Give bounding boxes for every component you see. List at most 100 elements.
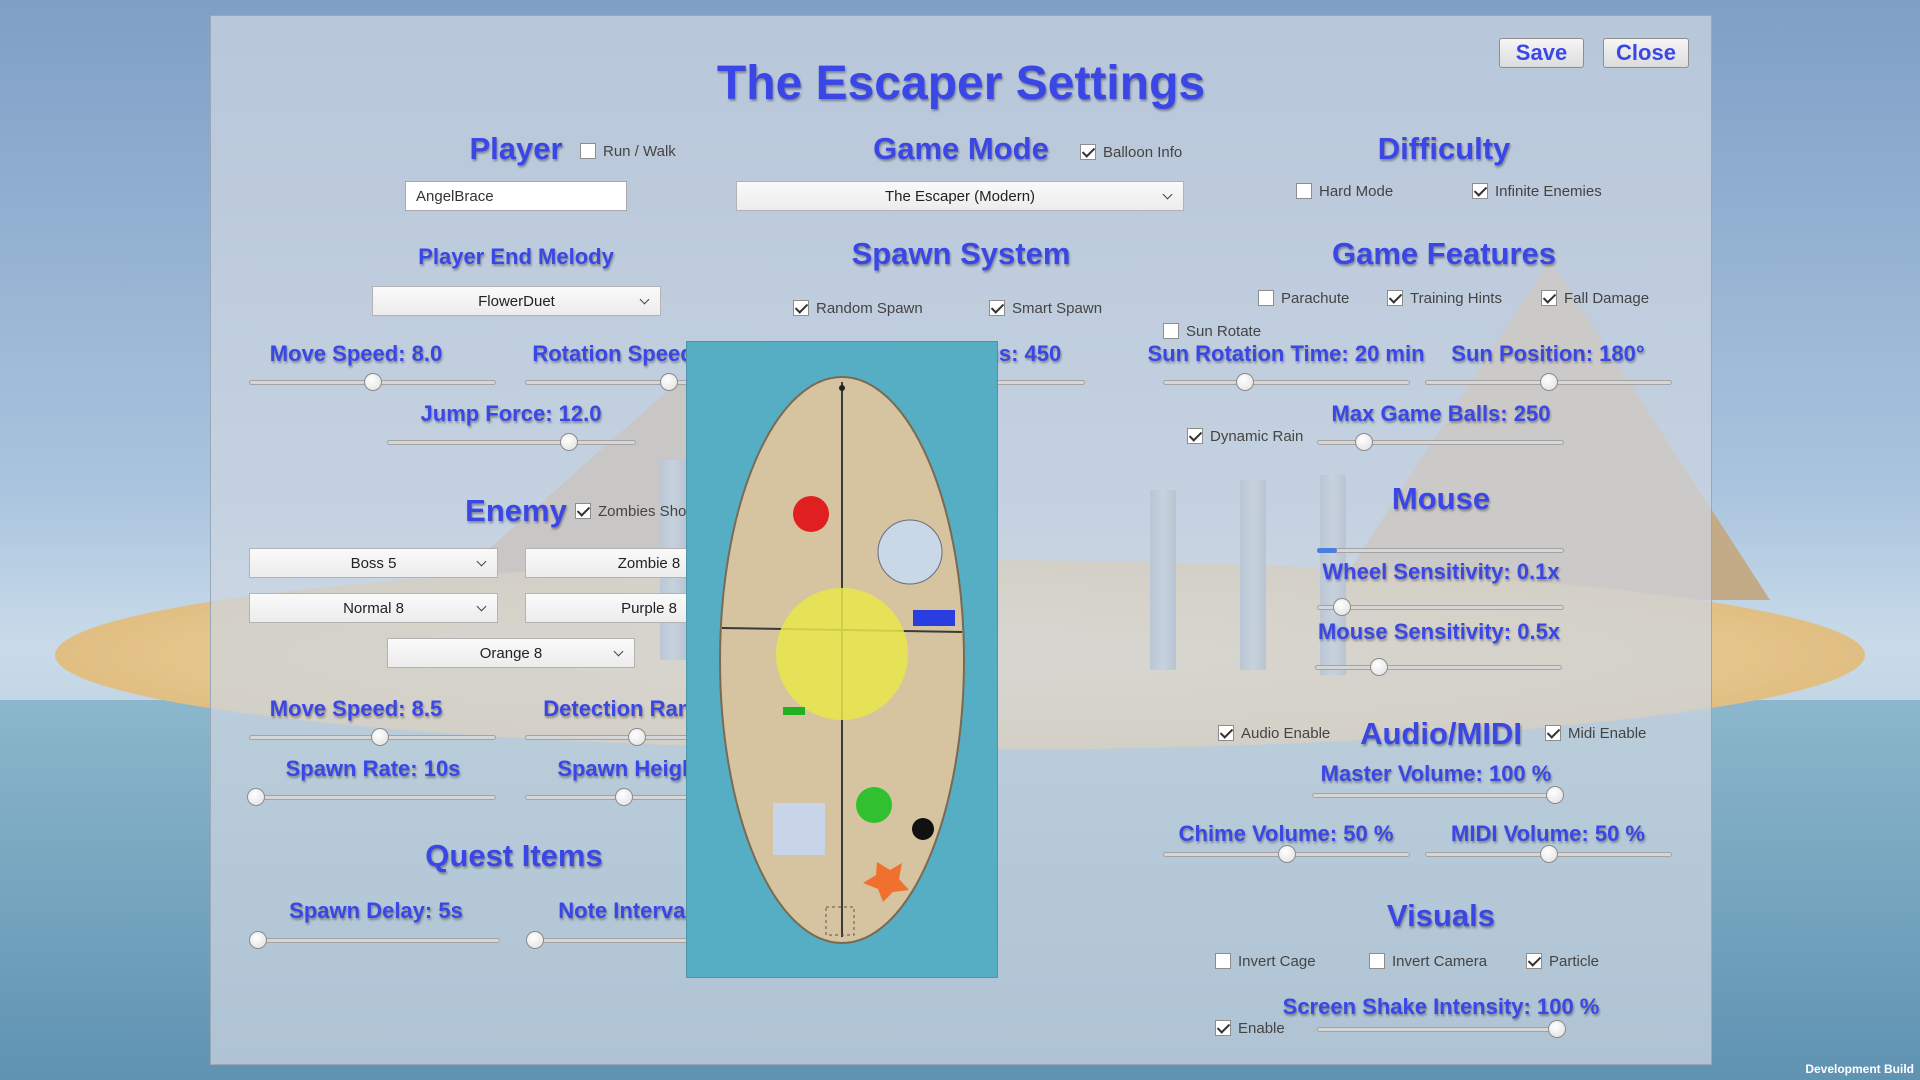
slider-knob[interactable] xyxy=(1277,845,1296,863)
zombies-shoot-checkbox[interactable]: Zombies Shoot xyxy=(575,501,699,521)
slider-knob[interactable] xyxy=(659,373,678,391)
run-walk-checkbox[interactable]: Run / Walk xyxy=(580,141,676,161)
slider-knob[interactable] xyxy=(559,433,578,451)
slider-track xyxy=(251,938,500,943)
checkbox-label: Sun Rotate xyxy=(1186,322,1262,340)
checkbox-box xyxy=(1258,290,1274,306)
minimap-graphic xyxy=(719,376,965,944)
checkbox-box xyxy=(793,300,809,316)
fall-damage-checkbox[interactable]: Fall Damage xyxy=(1541,288,1649,308)
balloon-info-checkbox[interactable]: Balloon Info xyxy=(1080,142,1182,162)
slider-knob[interactable] xyxy=(1546,786,1565,804)
checkbox-label: Particle xyxy=(1549,952,1600,970)
master-volume-label: Master Volume: 100 % xyxy=(1320,761,1552,786)
enemy-normal-dropdown[interactable]: Normal 8 xyxy=(249,593,498,623)
dropdown-value: Boss 5 xyxy=(350,554,397,572)
slider-knob[interactable] xyxy=(627,728,646,746)
checkbox-label: Random Spawn xyxy=(816,299,923,317)
screen-shake-slider[interactable] xyxy=(1317,1020,1566,1040)
settings-panel: The Escaper Settings Save Close Player R… xyxy=(210,15,1712,1065)
slider-knob[interactable] xyxy=(249,931,268,949)
green-ball xyxy=(856,787,892,823)
invert-camera-checkbox[interactable]: Invert Camera xyxy=(1369,951,1487,971)
save-button[interactable]: Save xyxy=(1499,38,1584,68)
slider-knob[interactable] xyxy=(370,728,389,746)
dropdown-value: Orange 8 xyxy=(479,644,543,662)
random-spawn-checkbox[interactable]: Random Spawn xyxy=(793,298,923,318)
dynamic-rain-checkbox[interactable]: Dynamic Rain xyxy=(1187,426,1303,446)
screen-shake-enable-checkbox[interactable]: Enable xyxy=(1215,1018,1285,1038)
checkbox-box xyxy=(580,143,596,159)
checkbox-box xyxy=(1369,953,1385,969)
slider-knob[interactable] xyxy=(615,788,634,806)
slider-knob[interactable] xyxy=(363,373,382,391)
sun-position-slider[interactable] xyxy=(1425,373,1672,393)
checkbox-box xyxy=(1080,144,1096,160)
checkbox-label: Run / Walk xyxy=(603,142,676,160)
slider-knob[interactable] xyxy=(526,931,545,949)
checkbox-box xyxy=(1218,725,1234,741)
slider-knob[interactable] xyxy=(1539,845,1558,863)
hard-mode-checkbox[interactable]: Hard Mode xyxy=(1296,181,1393,201)
sun-rotation-time-slider[interactable] xyxy=(1163,373,1410,393)
jump-force-slider[interactable] xyxy=(387,433,636,453)
development-build-label: Development Build xyxy=(1805,1062,1914,1076)
infinite-enemies-checkbox[interactable]: Infinite Enemies xyxy=(1472,181,1602,201)
mouse-progress-bar[interactable] xyxy=(1317,541,1564,561)
spawn-delay-slider[interactable] xyxy=(249,931,500,951)
midi-volume-slider[interactable] xyxy=(1425,845,1672,865)
checkbox-label: Hard Mode xyxy=(1319,182,1394,200)
slider-track xyxy=(1317,1027,1564,1032)
dropdown-value: The Escaper (Modern) xyxy=(884,187,1036,205)
screen-shake-label: Screen Shake Intensity: 100 % xyxy=(1282,994,1600,1019)
slider-track xyxy=(249,795,496,800)
dropdown-value: Zombie 8 xyxy=(617,554,681,572)
slider-knob[interactable] xyxy=(1547,1020,1566,1038)
sun-rotation-time-label: Sun Rotation Time: 20 min xyxy=(1147,341,1425,366)
invert-cage-checkbox[interactable]: Invert Cage xyxy=(1215,951,1316,971)
player-name-input[interactable]: AngelBrace xyxy=(405,181,627,211)
particle-checkbox[interactable]: Particle xyxy=(1526,951,1599,971)
ball-cluster xyxy=(877,519,943,585)
visuals-heading: Visuals xyxy=(1386,898,1496,933)
enemy-move-speed-slider[interactable] xyxy=(249,728,496,748)
checkbox-label: Parachute xyxy=(1281,289,1350,307)
slider-knob[interactable] xyxy=(1539,373,1558,391)
move-speed-slider[interactable] xyxy=(249,373,496,393)
slider-knob[interactable] xyxy=(1235,373,1254,391)
audio-enable-checkbox[interactable]: Audio Enable xyxy=(1218,723,1330,743)
note-interval-slider[interactable] xyxy=(526,931,777,951)
exit-marker xyxy=(825,906,855,936)
max-game-balls-slider[interactable] xyxy=(1317,433,1564,453)
slider-track xyxy=(1163,380,1410,385)
slider-knob[interactable] xyxy=(1370,658,1389,676)
master-volume-slider[interactable] xyxy=(1312,786,1565,806)
chevron-down-icon xyxy=(613,646,624,657)
orange-star xyxy=(863,862,909,902)
end-melody-dropdown[interactable]: FlowerDuet xyxy=(372,286,661,316)
mouse-sensitivity-slider[interactable] xyxy=(1315,658,1562,678)
midi-enable-checkbox[interactable]: Midi Enable xyxy=(1545,723,1646,743)
arena-minimap xyxy=(686,341,998,978)
game-mode-dropdown[interactable]: The Escaper (Modern) xyxy=(736,181,1184,211)
checkbox-label: Zombies Shoot xyxy=(598,502,699,520)
jump-force-label: Jump Force: 12.0 xyxy=(420,401,602,426)
blue-block xyxy=(913,610,955,626)
checkbox-label: Balloon Info xyxy=(1103,143,1183,161)
parachute-checkbox[interactable]: Parachute xyxy=(1258,288,1349,308)
enemy-orange-dropdown[interactable]: Orange 8 xyxy=(387,638,635,668)
enemy-heading: Enemy xyxy=(465,493,567,528)
slider-knob[interactable] xyxy=(1332,598,1351,616)
checkbox-box xyxy=(989,300,1005,316)
spawn-rate-slider[interactable] xyxy=(247,788,496,808)
dropdown-value: Purple 8 xyxy=(621,599,677,617)
chime-volume-slider[interactable] xyxy=(1163,845,1410,865)
slider-knob[interactable] xyxy=(247,788,266,806)
wheel-sensitivity-slider[interactable] xyxy=(1317,598,1564,618)
slider-knob[interactable] xyxy=(1354,433,1373,451)
smart-spawn-checkbox[interactable]: Smart Spawn xyxy=(989,298,1102,318)
close-button[interactable]: Close xyxy=(1603,38,1689,68)
enemy-boss-dropdown[interactable]: Boss 5 xyxy=(249,548,498,578)
sun-rotate-checkbox[interactable]: Sun Rotate xyxy=(1163,321,1261,341)
training-hints-checkbox[interactable]: Training Hints xyxy=(1387,288,1502,308)
